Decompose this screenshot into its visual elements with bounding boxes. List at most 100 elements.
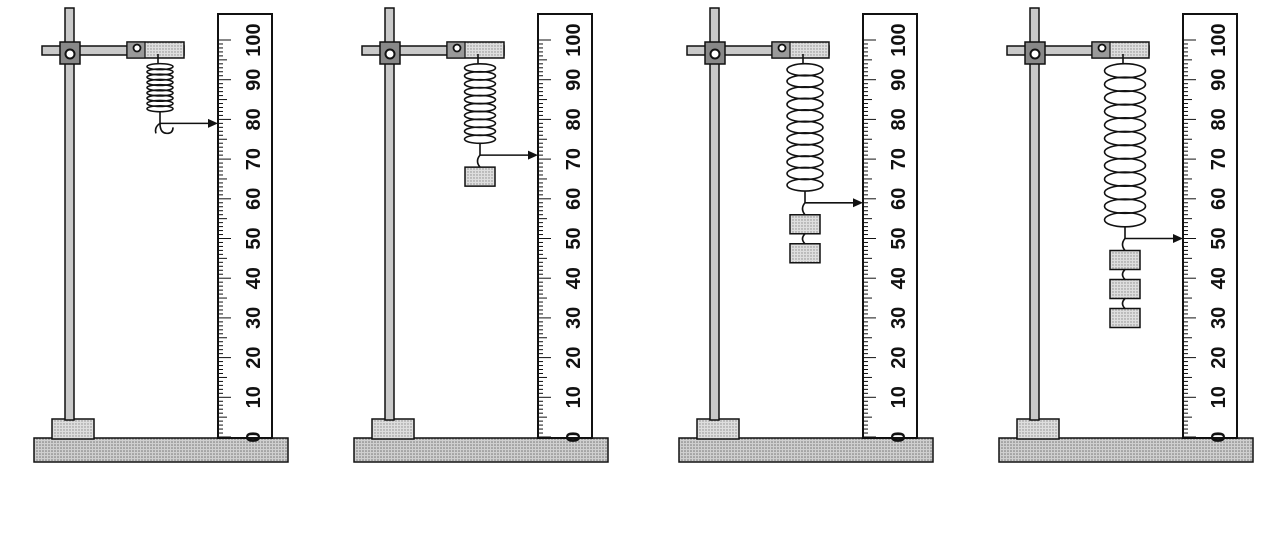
pointer-arrow: [805, 198, 863, 208]
base-board: [33, 437, 289, 463]
ruler-tick-label: 30: [1208, 307, 1230, 329]
ruler-tick-label: 10: [888, 386, 910, 408]
hanging-mass: [789, 243, 821, 264]
mass-hook: [801, 202, 806, 216]
pointer-arrow: [480, 150, 538, 160]
pointer-arrow: [1125, 234, 1183, 243]
end-hook: [154, 122, 174, 135]
ruler-tick-label: 30: [888, 307, 910, 329]
pointer-head: [1173, 234, 1183, 243]
holder-screw: [1097, 43, 1107, 53]
spring-coil: [786, 74, 824, 89]
stand-rod: [709, 7, 720, 421]
spring-coil: [786, 109, 824, 123]
ruler-tick-label: 20: [563, 346, 585, 368]
ruler-tick-label: 50: [1208, 227, 1230, 249]
ruler-tick-label: 50: [563, 227, 585, 249]
ruler-tick-label: 100: [563, 23, 585, 56]
spring-coil: [463, 78, 497, 89]
ruler-tick-label: 0: [1208, 431, 1230, 442]
spring: [786, 54, 824, 203]
ruler-tick-label: 100: [243, 23, 265, 56]
spring-coil: [463, 102, 497, 113]
ruler-tick-label: 50: [243, 227, 265, 249]
ruler-tick-label: 30: [563, 307, 585, 329]
holder-screw: [777, 43, 787, 53]
pointer-arrow: [160, 118, 218, 128]
mass-hook: [476, 154, 481, 168]
spring-coil: [1103, 171, 1147, 188]
hanging-mass: [1109, 249, 1141, 271]
ruler-tick-label: 20: [888, 346, 910, 368]
ruler-tick-label: 80: [243, 108, 265, 130]
base-board: [353, 437, 609, 463]
ruler-tick-label: 80: [563, 108, 585, 130]
holder-screw: [452, 43, 462, 53]
clamp-screw: [709, 48, 721, 60]
ruler-tick-label: 50: [888, 227, 910, 249]
spring-coil: [463, 63, 497, 73]
ruler-tick-label: 40: [1208, 267, 1230, 289]
stand-foot: [696, 418, 740, 440]
stand-foot: [371, 418, 415, 440]
spring-coil: [1103, 157, 1147, 174]
ruler: [1182, 13, 1238, 439]
hanging-mass: [464, 166, 496, 187]
ruler-tick-label: 20: [1208, 346, 1230, 368]
ruler-tick-label: 40: [243, 267, 265, 289]
ruler-tick-label: 10: [1208, 386, 1230, 408]
ruler-tick-label: 70: [563, 148, 585, 170]
spring: [463, 54, 497, 156]
hanging-mass: [1109, 307, 1141, 329]
spring-coil: [786, 62, 824, 77]
ruler-ticks: [863, 39, 876, 438]
spring-coil: [463, 70, 497, 81]
clamp-screw: [64, 48, 76, 60]
spring-coil: [463, 110, 497, 121]
ruler-tick-label: 100: [888, 23, 910, 56]
mass-hook: [1121, 268, 1126, 281]
spring-coil: [786, 97, 824, 112]
spring-coil: [1103, 130, 1147, 147]
clamp-screw: [384, 48, 396, 60]
spring-coil: [1103, 211, 1147, 228]
ruler: [537, 13, 593, 439]
spring-coil: [463, 86, 497, 97]
ruler-tick-label: 40: [563, 267, 585, 289]
stand-rod: [1029, 7, 1040, 421]
ruler-tick-label: 90: [888, 69, 910, 91]
ruler-tick-label: 0: [243, 431, 265, 442]
ruler-tick-label: 0: [563, 431, 585, 442]
spring-coil: [786, 85, 824, 100]
ruler-tick-label: 60: [243, 188, 265, 210]
base-board: [998, 437, 1254, 463]
spring-coil: [786, 132, 824, 146]
ruler-tick-label: 80: [1208, 108, 1230, 130]
spring-coil: [786, 120, 824, 135]
spring-coil: [1103, 117, 1147, 133]
clamp-screw: [1029, 48, 1041, 60]
spring-coil: [1103, 76, 1147, 93]
spring-coil: [463, 134, 497, 145]
ruler-ticks: [218, 39, 231, 438]
ruler-tick-label: 10: [563, 386, 585, 408]
ruler-tick-label: 0: [888, 431, 910, 442]
pointer-head: [528, 150, 538, 160]
spring-coil: [463, 118, 497, 129]
spring-coil: [1103, 62, 1147, 79]
pointer-head: [208, 118, 218, 128]
ruler-tick-label: 60: [1208, 188, 1230, 210]
base-board: [678, 437, 934, 463]
ruler-tick-label: 100: [1208, 23, 1230, 56]
spring-coil: [786, 155, 824, 169]
ruler-tick-label: 10: [243, 386, 265, 408]
spring-coil: [1103, 89, 1147, 106]
ruler-tick-label: 70: [243, 148, 265, 170]
hanging-mass: [789, 214, 821, 235]
ruler-tick-label: 90: [1208, 69, 1230, 91]
